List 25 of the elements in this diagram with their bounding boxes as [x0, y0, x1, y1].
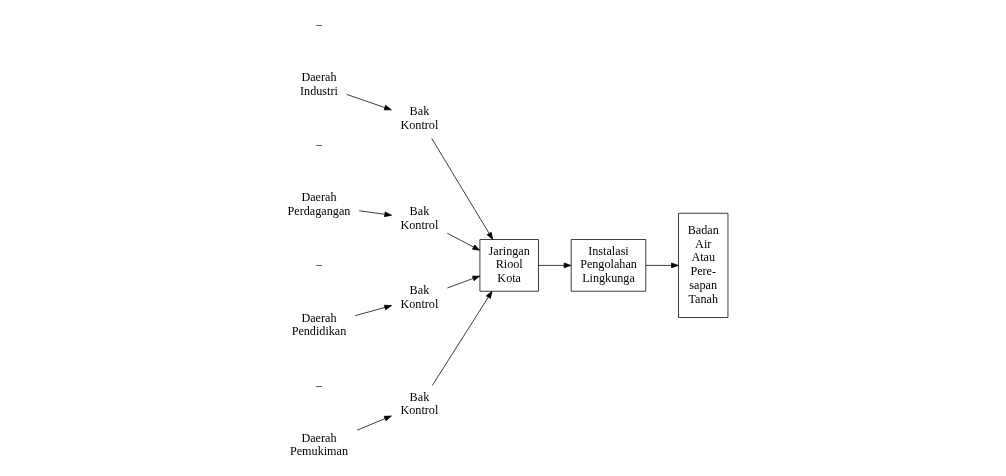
- node-text: Daerah Industri: [299, 70, 338, 98]
- node-text: Bak Kontrol: [400, 389, 438, 418]
- label: –: [315, 16, 322, 31]
- arrow: [446, 275, 480, 289]
- arrow: [430, 138, 493, 240]
- arrow: [358, 210, 392, 218]
- node-text: Bak Kontrol: [400, 283, 438, 311]
- node-text: Daerah Pendidikan: [291, 310, 346, 339]
- arrow: [356, 415, 392, 431]
- label: –: [315, 257, 322, 272]
- arrow: [537, 262, 571, 269]
- node-box: Jaringan Riool Kota: [479, 239, 539, 292]
- arrow: [431, 290, 492, 386]
- label: –: [315, 377, 322, 392]
- arrow: [345, 94, 392, 111]
- node-text: Bak Kontrol: [400, 104, 438, 133]
- node-box: Instalasi Pengolahan Lingkunga: [570, 239, 646, 292]
- node-text: Daerah Perdagangan: [287, 190, 350, 219]
- label: –: [315, 137, 322, 152]
- node-box: Badan Air Atau Pere- sapan Tanah: [677, 212, 728, 318]
- arrow: [446, 232, 480, 251]
- node-text: Bak Kontrol: [400, 204, 438, 232]
- node-text: Daerah Pemukiman: [289, 430, 348, 459]
- arrow: [354, 304, 392, 317]
- arrow: [644, 262, 679, 269]
